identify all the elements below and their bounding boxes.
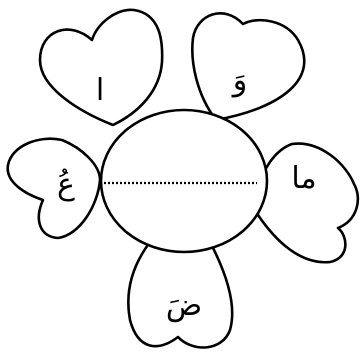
center-oval xyxy=(101,110,267,252)
letter-left: عُ xyxy=(57,167,75,202)
letter-bottom: ضَ xyxy=(166,288,202,323)
letter-top-right: وَ xyxy=(231,63,248,98)
petal-top-right xyxy=(192,13,304,120)
letter-top-left: ا xyxy=(96,73,104,108)
letter-right: ما xyxy=(291,161,316,196)
petal-left xyxy=(8,139,100,238)
